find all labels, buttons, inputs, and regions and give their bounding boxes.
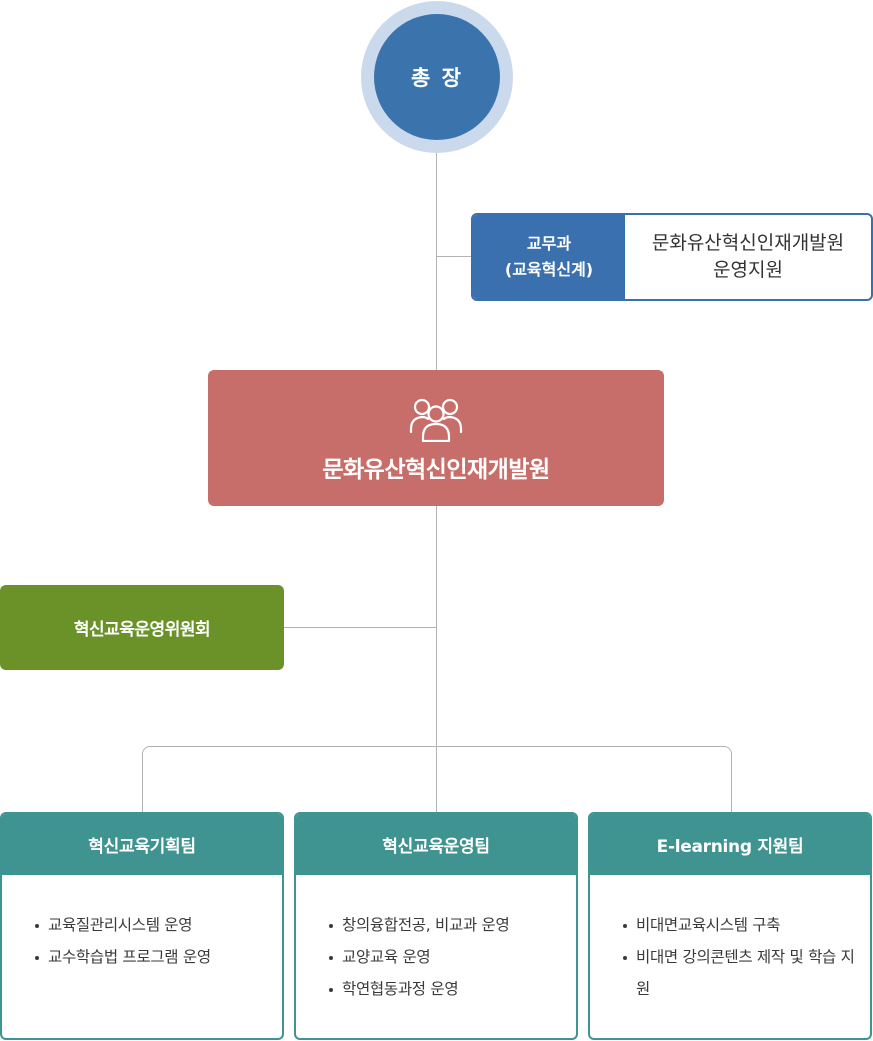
- academic-affairs-role-line1: 문화유산혁신인재개발원: [651, 232, 845, 254]
- team-operation-name: 혁신교육운영팀: [382, 837, 490, 857]
- connector-president-institute: [436, 150, 437, 372]
- team-elearning-duties: 비대면교육시스템 구축 비대면 강의콘텐츠 제작 및 학습 지원: [590, 875, 870, 1005]
- team-elearning-name: E-learning 지원팀: [656, 837, 804, 857]
- list-item: 교양교육 운영: [328, 941, 562, 973]
- list-item: 학연협동과정 운영: [328, 973, 562, 1005]
- people-group-icon: [409, 398, 463, 442]
- team-operation-header: 혁신교육운영팀: [296, 814, 576, 875]
- team-operation: 혁신교육운영팀 창의융합전공, 비교과 운영 교양교육 운영 학연협동과정 운영: [294, 812, 578, 1040]
- team-planning: 혁신교육기획팀 교육질관리시스템 운영 교수학습법 프로그램 운영: [0, 812, 284, 1040]
- academic-affairs-dept: 교무과 (교육혁신계): [473, 215, 625, 299]
- connector-committee: [284, 627, 437, 628]
- connector-affairs: [436, 256, 473, 257]
- committee-label: 혁신교육운영위원회: [73, 620, 211, 640]
- list-item: 비대면 강의콘텐츠 제작 및 학습 지원: [622, 941, 856, 1005]
- team-elearning: E-learning 지원팀 비대면교육시스템 구축 비대면 강의콘텐츠 제작 …: [588, 812, 872, 1040]
- connector-team-branch: [142, 746, 732, 813]
- connector-institute-teams: [436, 506, 437, 814]
- team-planning-duties: 교육질관리시스템 운영 교수학습법 프로그램 운영: [2, 875, 282, 973]
- institute-node: 문화유산혁신인재개발원: [208, 370, 664, 506]
- committee-node: 혁신교육운영위원회: [0, 585, 284, 670]
- president-node: 총 장: [374, 14, 500, 140]
- team-elearning-header: E-learning 지원팀: [590, 814, 870, 875]
- academic-affairs-dept-sub: (교육혁신계): [504, 260, 594, 279]
- academic-affairs-role: 문화유산혁신인재개발원 운영지원: [625, 215, 871, 299]
- president-label: 총 장: [411, 66, 463, 90]
- team-operation-duties: 창의융합전공, 비교과 운영 교양교육 운영 학연협동과정 운영: [296, 875, 576, 1005]
- list-item: 창의융합전공, 비교과 운영: [328, 909, 562, 941]
- team-planning-header: 혁신교육기획팀: [2, 814, 282, 875]
- academic-affairs-dept-name: 교무과: [526, 234, 572, 253]
- list-item: 교수학습법 프로그램 운영: [34, 941, 268, 973]
- team-planning-name: 혁신교육기획팀: [88, 837, 196, 857]
- list-item: 교육질관리시스템 운영: [34, 909, 268, 941]
- academic-affairs-node: 교무과 (교육혁신계) 문화유산혁신인재개발원 운영지원: [471, 213, 873, 301]
- academic-affairs-role-line2: 운영지원: [713, 259, 783, 281]
- list-item: 비대면교육시스템 구축: [622, 909, 856, 941]
- institute-title: 문화유산혁신인재개발원: [322, 457, 550, 483]
